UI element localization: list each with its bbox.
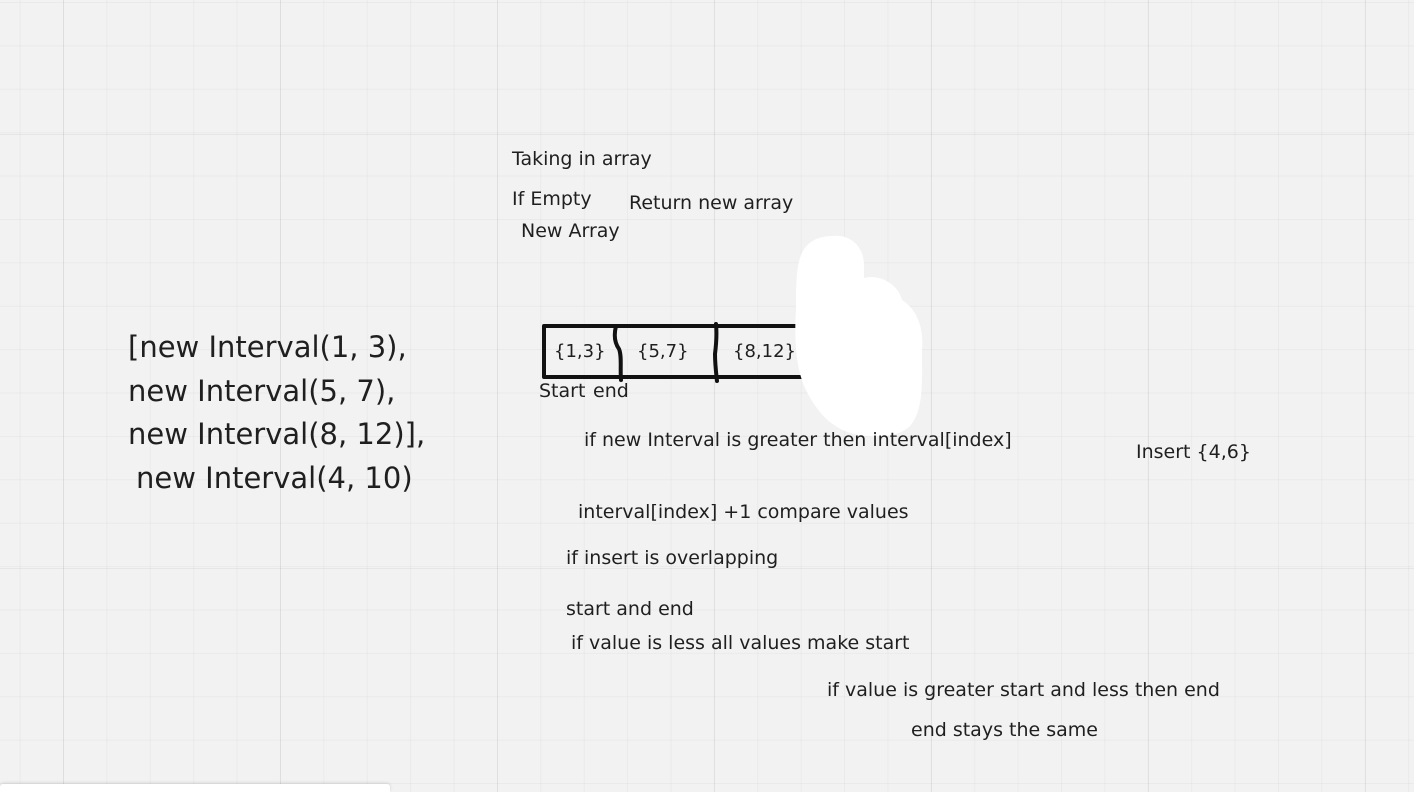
note-less-all-values: if value is less all values make start bbox=[571, 632, 910, 654]
note-end-stays: end stays the same bbox=[911, 719, 1098, 741]
note-index-plus-one: interval[index] +1 compare values bbox=[578, 501, 909, 523]
intervals-code-line-4: new Interval(4, 10) bbox=[136, 460, 413, 495]
note-greater-then-index: if new Interval is greater then interval… bbox=[584, 429, 1012, 451]
note-start-and-end: start and end bbox=[566, 598, 694, 620]
note-start: Start bbox=[539, 380, 586, 402]
array-sketch bbox=[542, 322, 804, 383]
eraser-blob bbox=[795, 235, 923, 437]
array-divider-1 bbox=[612, 324, 623, 382]
note-greater-start-less-end: if value is greater start and less then … bbox=[827, 679, 1220, 701]
intervals-code-text: [new Interval(1, 3), new Interval(5, 7),… bbox=[128, 326, 425, 500]
intervals-code-line-2: new Interval(5, 7), bbox=[128, 373, 396, 408]
note-if-overlapping: if insert is overlapping bbox=[566, 547, 779, 569]
array-cell-1: {1,3} bbox=[554, 341, 606, 362]
note-new-array: New Array bbox=[521, 220, 620, 242]
bottom-toolbar-edge[interactable] bbox=[0, 784, 390, 792]
intervals-code-line-3: new Interval(8, 12)], bbox=[128, 417, 426, 451]
array-cell-3: {8,12} bbox=[733, 341, 796, 362]
array-divider-2 bbox=[712, 322, 719, 383]
array-cell-2: {5,7} bbox=[637, 341, 689, 362]
note-end: end bbox=[593, 380, 629, 402]
note-return-new-array: Return new array bbox=[629, 192, 794, 214]
note-insert: Insert {4,6} bbox=[1136, 441, 1251, 463]
intervals-code-line-1: [new Interval(1, 3), bbox=[128, 330, 407, 364]
note-taking-in-array: Taking in array bbox=[512, 148, 652, 170]
note-if-empty: If Empty bbox=[512, 188, 592, 210]
